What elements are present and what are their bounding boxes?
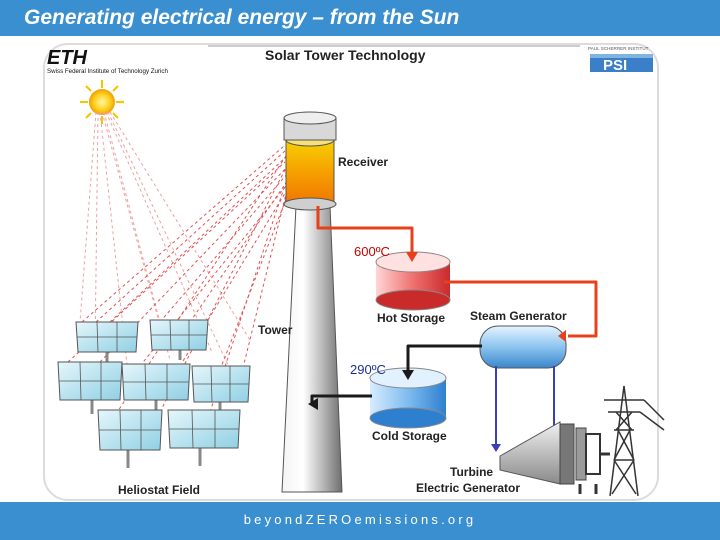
arrow-head <box>406 252 418 262</box>
slide-title: Generating electrical energy – from the … <box>24 6 460 29</box>
cold-storage-label: Cold Storage <box>372 429 447 443</box>
cold-pipe-storage-to-tower <box>310 394 372 404</box>
eth-tagline: Swiss Federal Institute of Technology Zu… <box>47 68 169 75</box>
hot-pipe-receiver-to-storage <box>316 206 414 254</box>
solar-tower-diagram: Solar Tower Technology ETH Swiss Federal… <box>43 43 665 501</box>
hot-temperature: 600ºC <box>354 244 390 259</box>
footer-bar <box>0 502 720 540</box>
receiver <box>283 111 337 211</box>
steam-generator <box>479 325 567 369</box>
tower <box>281 205 343 493</box>
heliostat <box>97 409 163 468</box>
cold-storage-tank <box>369 367 447 429</box>
hot-storage-tank <box>375 251 451 311</box>
electric-generator-label: Electric Generator <box>416 481 520 495</box>
cold-pipe-steam-to-storage <box>406 344 482 372</box>
generator <box>585 433 601 475</box>
psi-logo: PAUL SCHERRER INSTITUT PSI <box>588 46 653 74</box>
footer-url: beyondZEROemissions.org <box>243 512 477 527</box>
heliostat <box>149 319 209 360</box>
turbine <box>499 421 561 485</box>
heliostat <box>121 363 191 414</box>
steam-generator-label: Steam Generator <box>470 309 567 323</box>
tower-label: Tower <box>258 323 293 337</box>
receiver-label: Receiver <box>338 155 388 169</box>
diagram-frame <box>43 43 659 501</box>
heliostat-field <box>57 319 251 468</box>
heliostat-field-label: Heliostat Field <box>118 483 200 497</box>
arrow-head <box>308 398 318 410</box>
reflected-rays <box>67 145 289 415</box>
turbine-label: Turbine <box>450 465 493 479</box>
heliostat <box>75 321 139 362</box>
eth-logo: ETH Swiss Federal Institute of Technolog… <box>47 47 169 75</box>
heliostat <box>57 361 123 414</box>
heliostat <box>167 409 241 466</box>
power-pylon-icon <box>604 385 665 497</box>
sun-icon <box>80 80 124 124</box>
turbine-generator <box>499 421 610 494</box>
psi-tagline: PAUL SCHERRER INSTITUT <box>588 46 649 51</box>
pipes <box>310 206 598 448</box>
arrow-head <box>558 330 566 342</box>
psi-logo-text: PSI <box>603 57 627 74</box>
title-bar <box>0 0 720 36</box>
eth-logo-text: ETH <box>47 47 88 69</box>
cold-temperature: 290ºC <box>350 362 386 377</box>
hot-pipe-storage-to-steam <box>444 280 598 338</box>
hot-storage-label: Hot Storage <box>377 311 445 325</box>
arrow-head <box>402 370 414 380</box>
diagram-heading: Solar Tower Technology <box>265 47 426 63</box>
arrow-head <box>491 444 501 452</box>
heliostat <box>191 365 251 416</box>
